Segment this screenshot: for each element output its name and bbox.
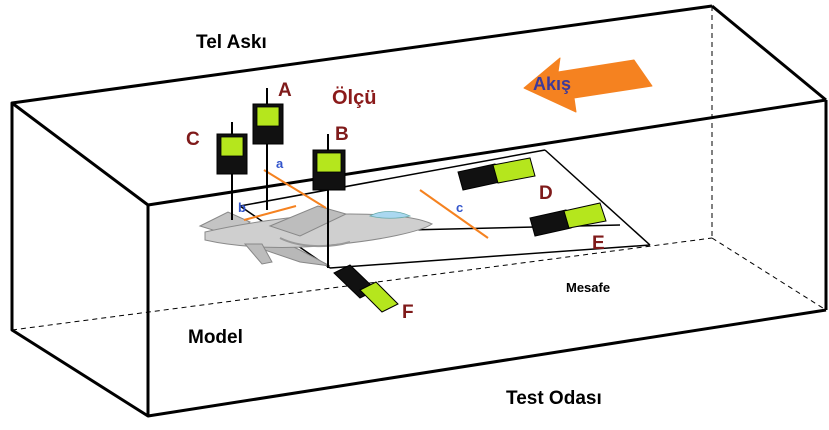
sensor-label-f: F (402, 302, 414, 323)
distance-label-a: a (276, 156, 284, 171)
measurement-lines (243, 169, 489, 239)
aircraft-canopy (368, 211, 412, 219)
aircraft-lower-fin (243, 243, 273, 265)
label-test-odasi: Test Odası (506, 388, 602, 409)
sensor-e (529, 202, 607, 237)
flow-arrow-shape (523, 57, 653, 113)
test-room-box (10, 4, 828, 418)
aircraft-model (198, 205, 434, 267)
sensor-label-d: D (539, 183, 553, 204)
sensor-b (312, 149, 346, 191)
sensor-label-e: E (592, 233, 605, 254)
label-olcu: Ölçü (332, 86, 376, 109)
sensor-label-a: A (278, 80, 292, 101)
sensor-d (457, 157, 536, 191)
sensor-label-c: C (186, 129, 200, 150)
label-model: Model (188, 327, 243, 348)
distance-label-b: b (238, 200, 246, 215)
bottom-front-edge (147, 308, 827, 418)
sensor-f (333, 264, 399, 313)
front-face (10, 101, 150, 418)
top-front-edge (147, 98, 827, 207)
top-right-edge (711, 4, 827, 102)
label-akis: Akış (533, 74, 571, 94)
sensor-a (252, 103, 284, 145)
aircraft-intake (279, 237, 351, 248)
distance-a-line (263, 169, 327, 209)
distance-c-line (419, 189, 489, 239)
distance-label-c: c (456, 200, 463, 215)
wires (231, 88, 329, 268)
hidden-right-floor (711, 237, 827, 311)
sensor-c (216, 133, 248, 175)
distance-b-line (243, 205, 297, 221)
flow-arrow (523, 57, 653, 113)
sensor-label-b: B (335, 124, 349, 145)
label-tel-aski: Tel Askı (196, 32, 267, 53)
top-back-edge (11, 4, 713, 105)
label-mesafe: Mesafe (566, 280, 610, 295)
